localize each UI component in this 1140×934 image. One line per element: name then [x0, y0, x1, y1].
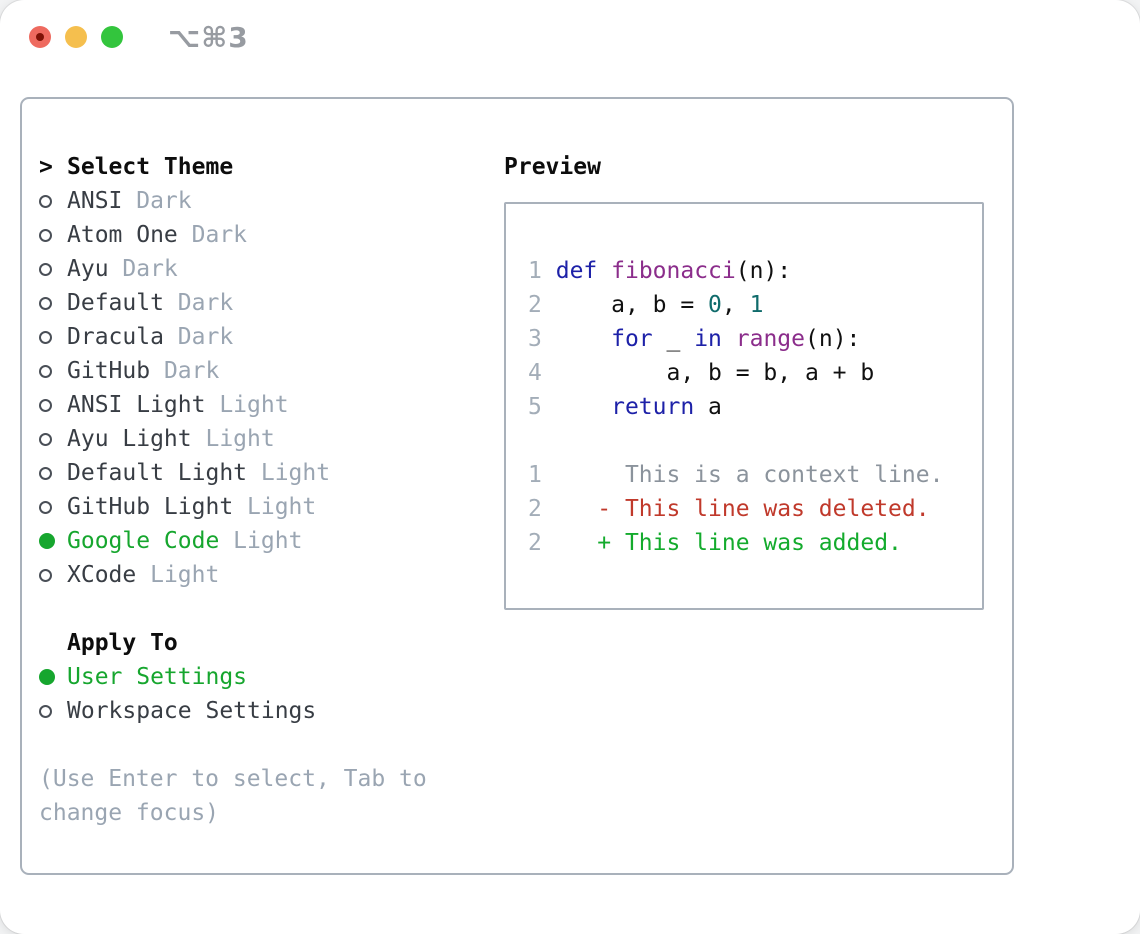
- option-label: Dracula: [67, 324, 164, 350]
- preview-label: Preview: [504, 154, 601, 180]
- preview-line: 2 a, b = 0, 1: [528, 292, 764, 318]
- preview-line: 1 This is a context line.: [528, 462, 944, 488]
- option-variant: Dark: [177, 222, 248, 248]
- option-variant: Dark: [150, 358, 220, 384]
- option-label: GitHub: [67, 358, 151, 384]
- option-variant: Dark: [108, 256, 178, 282]
- preview-line: 2 - This line was deleted.: [528, 496, 930, 522]
- option-label: Default: [67, 290, 164, 316]
- theme-option-google-code[interactable]: Google Code Light: [39, 524, 479, 558]
- option-label: Google Code: [67, 528, 220, 554]
- radio-icon: [39, 330, 52, 344]
- preview-line: 2 + This line was added.: [528, 530, 902, 556]
- option-variant: Light: [136, 562, 220, 588]
- option-label: ANSI: [67, 188, 123, 214]
- option-label: Ayu Light: [67, 426, 192, 452]
- radio-icon: [39, 398, 52, 412]
- preview-line: 1 def fibonacci(n):: [528, 258, 792, 284]
- right-column: Preview 1 def fibonacci(n): 2 a, b = 0, 1…: [504, 150, 994, 610]
- preview-line: 5 return a: [528, 394, 722, 420]
- select-theme-label: Select Theme: [67, 154, 234, 180]
- apply-option-workspace-settings[interactable]: Workspace Settings: [39, 694, 479, 728]
- cursor-icon: >: [39, 154, 53, 180]
- option-variant: Light: [219, 528, 303, 554]
- theme-option-ayu-light[interactable]: Ayu Light Light: [39, 422, 479, 456]
- preview-header: Preview: [504, 150, 994, 184]
- option-label: Default Light: [67, 460, 248, 486]
- theme-option-ansi[interactable]: ANSI Dark: [39, 184, 479, 218]
- option-variant: Dark: [163, 324, 234, 350]
- apply-to-label: Apply To: [67, 630, 178, 656]
- option-label: Ayu: [67, 256, 109, 282]
- theme-option-ansi-light[interactable]: ANSI Light Light: [39, 388, 479, 422]
- theme-option-github-light[interactable]: GitHub Light Light: [39, 490, 479, 524]
- traffic-lights: [29, 26, 123, 48]
- radio-icon: [39, 262, 52, 276]
- theme-option-dracula[interactable]: Dracula Dark: [39, 320, 479, 354]
- radio-icon: [39, 500, 52, 514]
- preview-line: 3 for _ in range(n):: [528, 326, 861, 352]
- apply-to-header: Apply To: [39, 626, 479, 660]
- radio-icon: [39, 466, 52, 480]
- zoom-button[interactable]: [101, 26, 123, 48]
- option-label: XCode: [67, 562, 137, 588]
- option-label: User Settings: [67, 664, 248, 690]
- radio-icon: [39, 432, 52, 446]
- minimize-button[interactable]: [65, 26, 87, 48]
- option-variant: Light: [233, 494, 317, 520]
- option-variant: Dark: [122, 188, 192, 214]
- radio-icon: [39, 704, 52, 718]
- option-label: Workspace Settings: [67, 698, 317, 724]
- preview-line: [528, 424, 982, 458]
- theme-option-atom-one[interactable]: Atom One Dark: [39, 218, 479, 252]
- window-title: ⌥⌘3: [168, 21, 249, 54]
- theme-option-ayu[interactable]: Ayu Dark: [39, 252, 479, 286]
- radio-icon: [39, 364, 52, 378]
- apply-option-user-settings[interactable]: User Settings: [39, 660, 479, 694]
- preview-box: 1 def fibonacci(n): 2 a, b = 0, 1 3 for _ …: [504, 202, 984, 610]
- option-label: Atom One: [67, 222, 178, 248]
- selected-radio-icon: [39, 533, 55, 549]
- preview-line: 4 a, b = b, a + b: [528, 360, 875, 386]
- radio-icon: [39, 194, 52, 208]
- radio-icon: [39, 568, 52, 582]
- option-label: ANSI Light: [67, 392, 206, 418]
- option-variant: Dark: [163, 290, 234, 316]
- option-label: GitHub Light: [67, 494, 234, 520]
- theme-option-default-light[interactable]: Default Light Light: [39, 456, 479, 490]
- option-variant: Light: [191, 426, 275, 452]
- gap: [39, 592, 479, 626]
- title-bar: ⌥⌘3: [0, 0, 1140, 78]
- radio-icon: [39, 296, 52, 310]
- option-variant: Light: [205, 392, 289, 418]
- theme-option-github[interactable]: GitHub Dark: [39, 354, 479, 388]
- option-variant: Light: [247, 460, 331, 486]
- close-button[interactable]: [29, 26, 51, 48]
- gap: [39, 728, 479, 762]
- radio-icon: [39, 228, 52, 242]
- select-theme-header: > Select Theme: [39, 150, 479, 184]
- selected-radio-icon: [39, 669, 55, 685]
- theme-option-xcode[interactable]: XCode Light: [39, 558, 479, 592]
- theme-option-default[interactable]: Default Dark: [39, 286, 479, 320]
